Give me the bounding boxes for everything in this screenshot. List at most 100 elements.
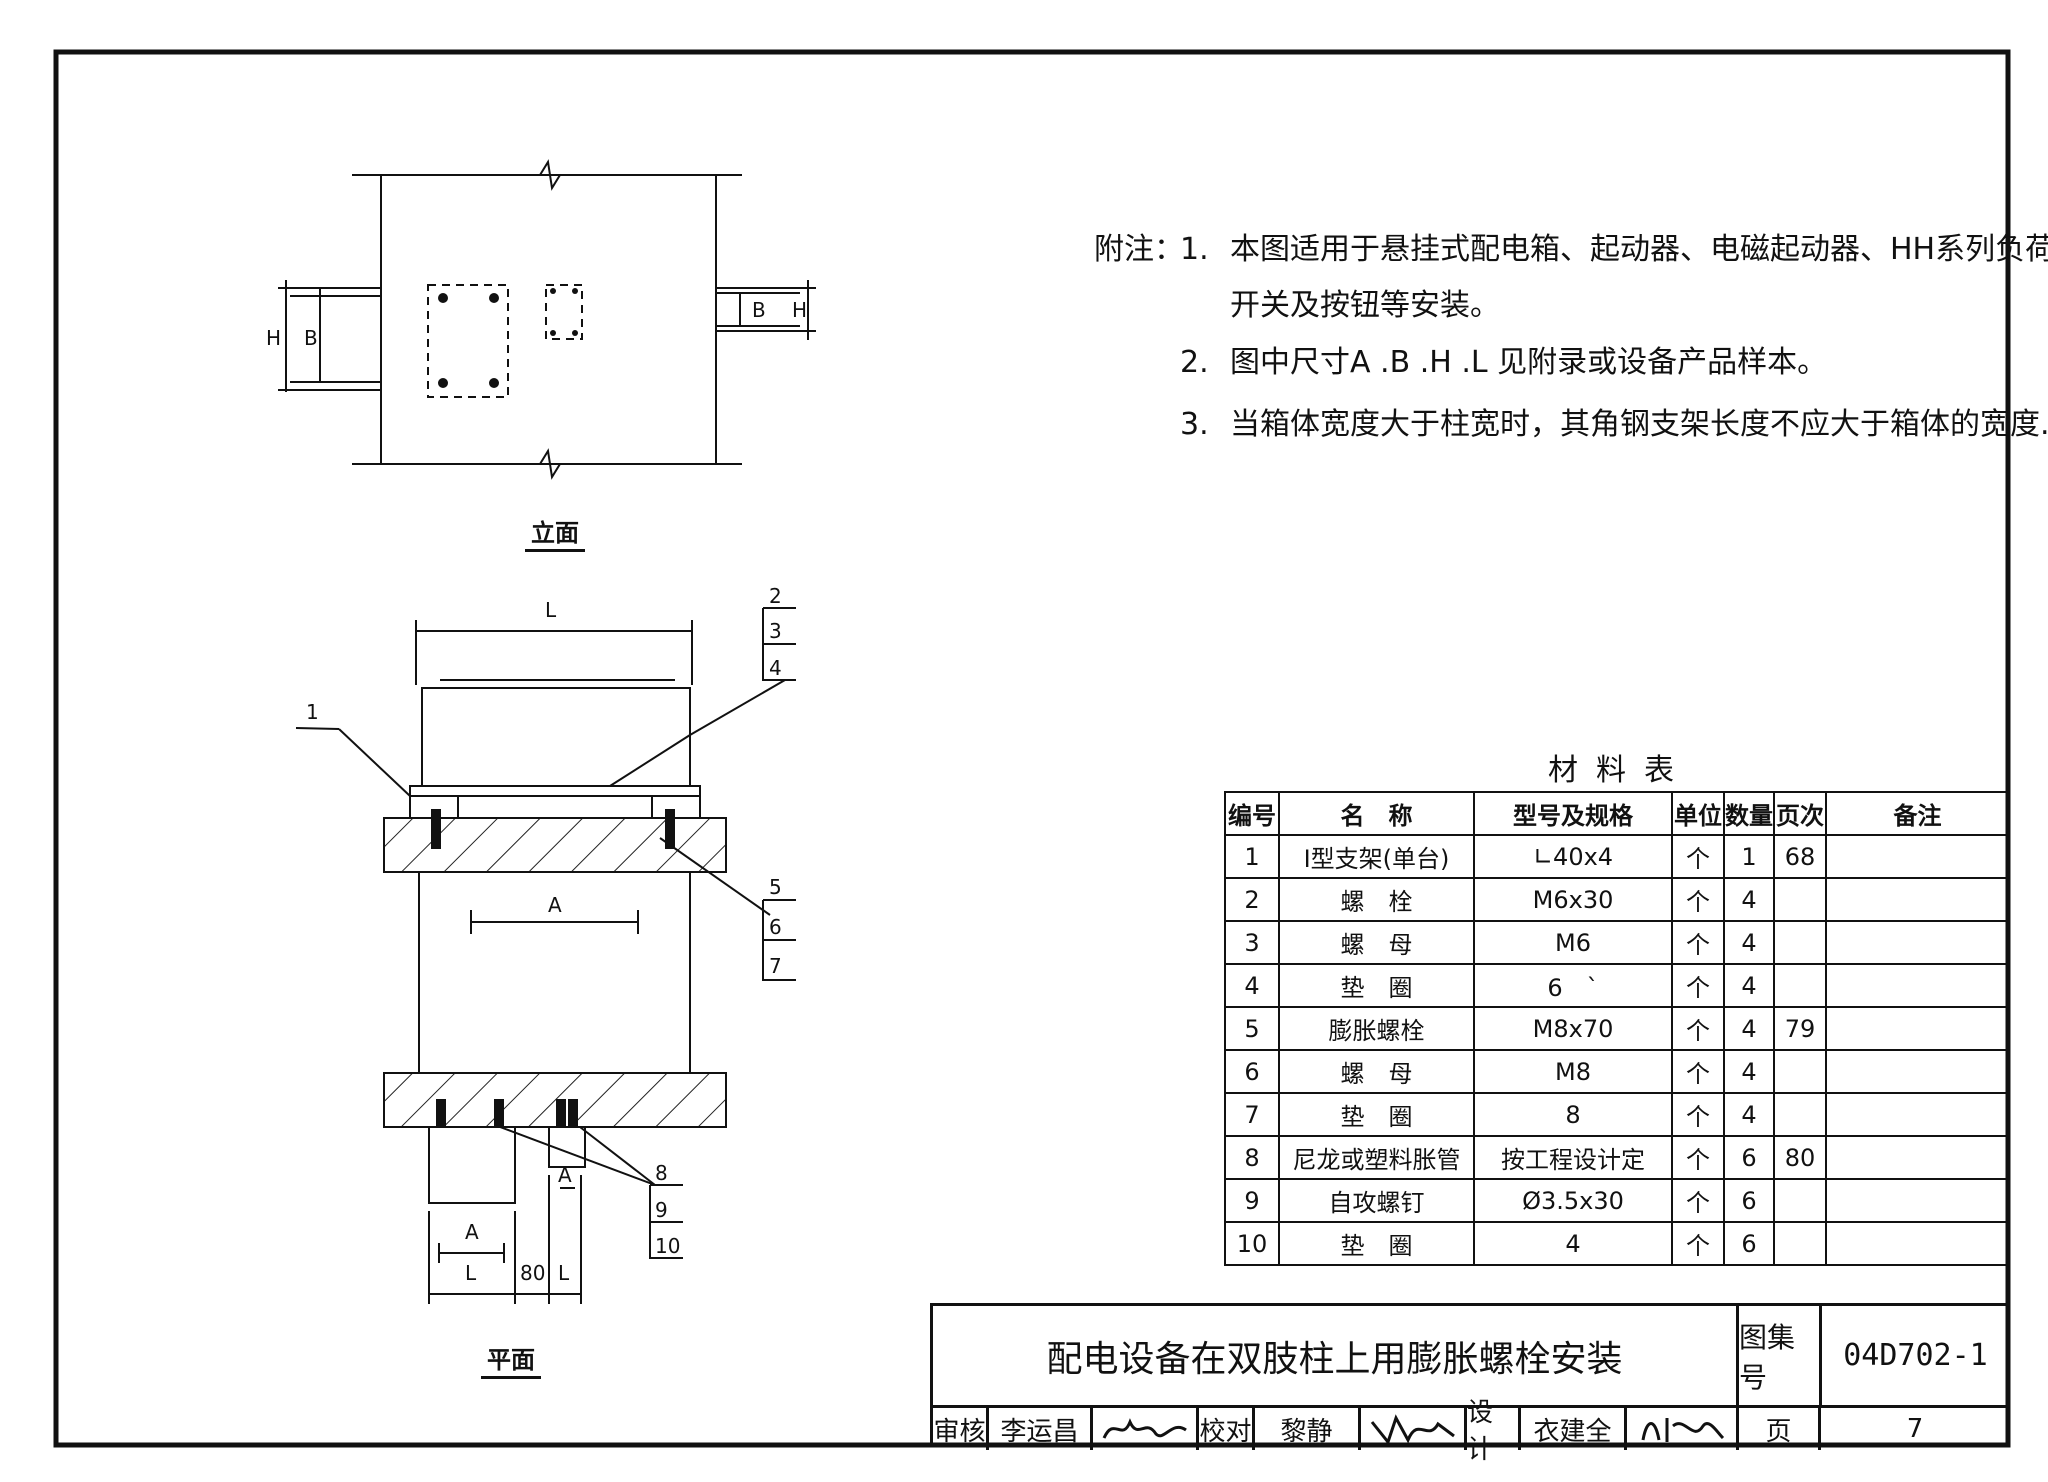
plan-view (295, 607, 796, 1304)
check-label: 校对 (1199, 1408, 1255, 1450)
cell-qty: 4 (1723, 920, 1775, 965)
cell-name: 膨胀螺栓 (1278, 1006, 1475, 1051)
review-label: 审核 (933, 1408, 989, 1450)
note-1-line-1: 本图适用于悬挂式配电箱、起动器、电磁起动器、HH系列负荷 (1230, 232, 2048, 267)
cell-no: 7 (1224, 1092, 1280, 1137)
checker-name: 黎静 (1255, 1408, 1361, 1450)
dim-h-left: H (266, 326, 282, 350)
cell-qty: 6 (1723, 1178, 1775, 1223)
cell-spec: M6x30 (1473, 877, 1673, 922)
design-label: 设计 (1467, 1398, 1521, 1465)
cell-qty: 6 (1723, 1221, 1775, 1266)
cell-qty: 4 (1723, 963, 1775, 1008)
note-3-number: 3. (1180, 407, 1209, 442)
signature-mark (1102, 1418, 1187, 1439)
materials-table-title: 材料表 (1548, 753, 1692, 788)
cell-page (1773, 1178, 1827, 1223)
cell-no: 5 (1224, 1006, 1280, 1051)
designer-signature (1627, 1408, 1739, 1450)
cell-page: 68 (1773, 834, 1827, 879)
checker-signature (1361, 1408, 1467, 1450)
atlas-label: 图集号 (1739, 1306, 1822, 1405)
cell-no: 3 (1224, 920, 1280, 965)
cell-unit: 个 (1671, 834, 1725, 879)
signature-mark (1641, 1418, 1724, 1442)
cell-name: Ⅰ型支架(单台) (1278, 834, 1475, 879)
drawing-title: 配电设备在双肢柱上用膨胀螺栓安装 (933, 1306, 1739, 1405)
cell-spec: 8 (1473, 1092, 1673, 1137)
cell-unit: 个 (1671, 1178, 1725, 1223)
cell-unit: 个 (1671, 1092, 1725, 1137)
cell-page (1773, 1049, 1827, 1094)
cell-qty: 4 (1723, 877, 1775, 922)
header-qty: 数量 (1723, 791, 1775, 836)
callout-8: 8 (655, 1161, 668, 1185)
plan-caption-text: 平面 (481, 1346, 541, 1379)
cell-unit: 个 (1671, 1049, 1725, 1094)
callout-3: 3 (769, 619, 782, 643)
page-label: 页 (1739, 1408, 1821, 1450)
sheet-border (53, 49, 2011, 1448)
header-page: 页次 (1773, 791, 1827, 836)
cell-qty: 4 (1723, 1006, 1775, 1051)
cell-name: 螺 母 (1278, 920, 1475, 965)
note-1-line-2: 开关及按钮等安装。 (1230, 288, 1500, 323)
cell-page (1773, 1092, 1827, 1137)
dim-b-right: B (752, 298, 766, 322)
cell-spec: Ø3.5x30 (1473, 1178, 1673, 1223)
cell-spec: M8 (1473, 1049, 1673, 1094)
cell-spec: 按工程设计定 (1473, 1135, 1673, 1180)
cell-remark (1825, 1221, 2010, 1266)
cell-no: 10 (1224, 1221, 1280, 1266)
dim-b-left: B (304, 326, 318, 350)
cell-name: 自攻螺钉 (1278, 1178, 1475, 1223)
dim-l-top: L (545, 598, 557, 622)
header-unit: 单位 (1671, 791, 1725, 836)
atlas-number: 04D702-1 (1843, 1338, 1988, 1373)
notes-prefix: 附注： (1094, 232, 1184, 267)
cell-page (1773, 877, 1827, 922)
callout-7: 7 (769, 954, 782, 978)
dim-h-right: H (792, 298, 808, 322)
cell-name: 垫 圈 (1278, 1221, 1475, 1266)
cell-remark (1825, 1006, 2010, 1051)
callout-5: 5 (769, 875, 782, 899)
cell-remark (1825, 1092, 2010, 1137)
plan-bolts (431, 809, 675, 1128)
cell-no: 8 (1224, 1135, 1280, 1180)
cell-remark (1825, 834, 2010, 879)
callout-6: 6 (769, 915, 782, 939)
cell-unit: 个 (1671, 1006, 1725, 1051)
callout-9: 9 (655, 1198, 668, 1222)
cell-qty: 1 (1723, 834, 1775, 879)
cell-unit: 个 (1671, 920, 1725, 965)
cell-page (1773, 1221, 1827, 1266)
cell-name: 螺 栓 (1278, 877, 1475, 922)
materials-header-row: 编号 名 称 型号及规格 单位 数量 页次 备注 (1224, 791, 2010, 836)
cell-unit: 个 (1671, 1221, 1725, 1266)
callout-2: 2 (769, 584, 782, 608)
elevation-caption-text: 立面 (525, 519, 585, 552)
dim-l-bottom-left: L (465, 1261, 477, 1285)
cell-no: 9 (1224, 1178, 1280, 1223)
plan-caption: 平面 (456, 1340, 566, 1379)
dim-l-bottom-right: L (558, 1261, 570, 1285)
dim-a-plan: A (548, 893, 562, 917)
header-no: 编号 (1224, 791, 1280, 836)
reviewer-name: 李运昌 (989, 1408, 1093, 1450)
cell-remark (1825, 1049, 2010, 1094)
title-block: 配电设备在双肢柱上用膨胀螺栓安装 图集号 04D702-1 审核 李运昌 校对 … (930, 1303, 2009, 1465)
cell-qty: 4 (1723, 1049, 1775, 1094)
callout-1: 1 (306, 700, 319, 724)
cell-qty: 6 (1723, 1135, 1775, 1180)
note-2-line-1: 图中尺寸A .B .H .L 见附录或设备产品样本。 (1230, 345, 1828, 380)
